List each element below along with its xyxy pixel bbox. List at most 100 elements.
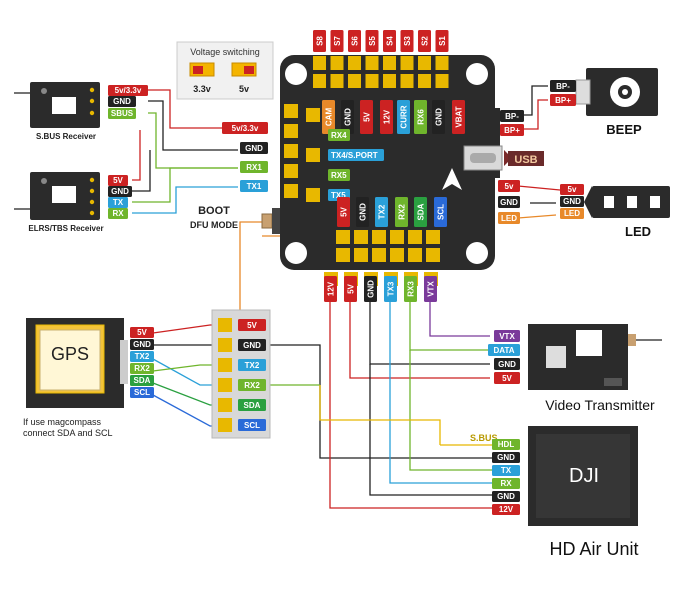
voltage-5v-label: 5v	[239, 84, 249, 94]
fc-top-pad-7-text: VBAT	[455, 106, 464, 127]
gps-pad-label-0: 5V	[238, 319, 266, 331]
gps-pin-4: SDA	[130, 375, 154, 386]
dji-pin-2-text: TX	[501, 466, 512, 475]
beep-board-pin-0-text: BP-	[505, 112, 519, 121]
motor-solder-pad	[435, 74, 449, 88]
dji-pin-5-text: 12V	[499, 505, 514, 514]
beep-title: BEEP	[606, 122, 642, 137]
fc-top-pad-7: VBAT	[452, 100, 465, 134]
rx-tag-3-text: TX1	[247, 182, 262, 191]
gps-note-line2: connect SDA and SCL	[23, 428, 113, 438]
fc-below-pad-1-text: 5V	[347, 283, 356, 293]
wire-vtx	[429, 300, 490, 337]
dji-pin-3: RX	[492, 478, 520, 489]
fc-bottom-pad-0-text: 5V	[340, 206, 349, 216]
fc-left-pad-3-text: TX5	[331, 191, 346, 200]
fc-below-pad-0-text: 12V	[327, 281, 336, 296]
beep-pin-1: BP+	[550, 94, 576, 106]
vtx-pin-3-text: 5V	[502, 374, 512, 383]
gps-title: GPS	[51, 344, 89, 364]
fc-bottom-pad-3-text: RX2	[398, 204, 407, 220]
fc-left-pad-0: RX4	[328, 129, 350, 141]
motor-pad-s3-text: S3	[403, 36, 412, 46]
fc-bottom-pad-5-text: SCL	[437, 204, 446, 220]
motor-solder-pad	[435, 56, 449, 70]
motor-pad-s1-text: S1	[438, 36, 447, 46]
motor-solder-pad	[313, 74, 326, 88]
rx-tag-0-text: 5v/3.3v	[232, 124, 259, 133]
gps-solder-pad	[218, 358, 232, 372]
sbus-pin-0: 5v/3.3v	[108, 85, 148, 96]
motor-solder-pad	[418, 56, 431, 70]
motor-pad-s4: S4	[383, 30, 396, 52]
wire-elrs-tx	[132, 167, 238, 203]
fc-top-pad-4-text: CURR	[400, 105, 409, 128]
wire-rx3-dji	[409, 350, 500, 471]
fc-below-pad-2-text: GND	[367, 280, 376, 298]
motor-pad-s1: S1	[435, 30, 449, 52]
led-board-pin-1-text: GND	[500, 198, 518, 207]
rx-tag-0: 5v/3.3v	[222, 122, 268, 134]
led-strip-pin-1-text: GND	[563, 197, 581, 206]
gps-pin-5: SCL	[130, 387, 154, 398]
motor-pad-s3: S3	[400, 30, 414, 52]
fc-top-pad-2: 5V	[360, 100, 373, 134]
dfu-label: DFU MODE	[190, 220, 238, 230]
fc-top-pad-3-text: 12V	[383, 109, 392, 124]
wire-sbus-dji2	[319, 385, 441, 445]
sbus-receiver-title: S.BUS Receiver	[36, 132, 96, 141]
fc-left-pad-1-text: TX4/S.PORT	[331, 151, 378, 160]
beeper: BEEP BP-BP+ BP-BP+	[500, 68, 658, 137]
boot-button[interactable]: BOOT DFU MODE	[190, 205, 280, 234]
fc-left-pad-2-text: RX5	[331, 171, 347, 180]
wire-gnd-dji	[369, 364, 500, 496]
beep-board-pin-0: BP-	[500, 110, 524, 122]
led-board-pin-0: 5v	[498, 180, 520, 192]
fc-below-pad-0: 12V	[324, 276, 337, 302]
fc-bottom-pad-1-text: GND	[359, 203, 368, 221]
motor-pad-s2-text: S2	[421, 36, 430, 46]
wire-5v-vtx	[349, 300, 490, 379]
gps-pad-label-3-text: RX2	[244, 381, 260, 390]
gps-pin-1-text: GND	[133, 340, 151, 349]
rx-tag-2: RX1	[240, 161, 268, 173]
fc-left-pad-2: RX5	[328, 169, 350, 181]
motor-solder-pad	[365, 56, 379, 70]
dji-pin-2: TX	[492, 465, 520, 476]
gps-solder-pad	[218, 398, 232, 412]
fc-top-pad-6-text: GND	[435, 108, 444, 126]
beep-pin-0-text: BP-	[556, 82, 570, 91]
dji-title: HD Air Unit	[549, 539, 638, 559]
vtx-pin-1: DATA	[488, 344, 520, 356]
gps-pin-0: 5V	[130, 327, 154, 338]
led-board-pin-0-text: 5v	[505, 182, 514, 191]
fc-bottom-pad-4: SDA	[414, 197, 427, 227]
gps-pin-2: TX2	[130, 351, 154, 362]
gps-note-line1: If use magcompass	[23, 417, 102, 427]
sbus-pin-0-text: 5v/3.3v	[115, 86, 142, 95]
beep-pin-0: BP-	[550, 80, 576, 92]
gps-pin-2-text: TX2	[135, 352, 150, 361]
elrs-pin-0: 5V	[108, 175, 128, 186]
gps-solder-pad	[218, 338, 232, 352]
motor-pad-s6-text: S6	[351, 36, 360, 46]
gps-pad-label-0-text: 5V	[247, 321, 257, 330]
gps-pad-label-3: RX2	[238, 379, 266, 391]
wire-elrs-gnd	[132, 150, 151, 192]
rx-tag-1: GND	[240, 142, 268, 154]
fc-top-pad-4: CURR	[397, 100, 410, 134]
fc-bottom-pad-0: 5V	[337, 197, 350, 227]
dji-pin-1-text: GND	[497, 453, 515, 462]
dji-pin-0-text: HDL	[498, 440, 515, 449]
